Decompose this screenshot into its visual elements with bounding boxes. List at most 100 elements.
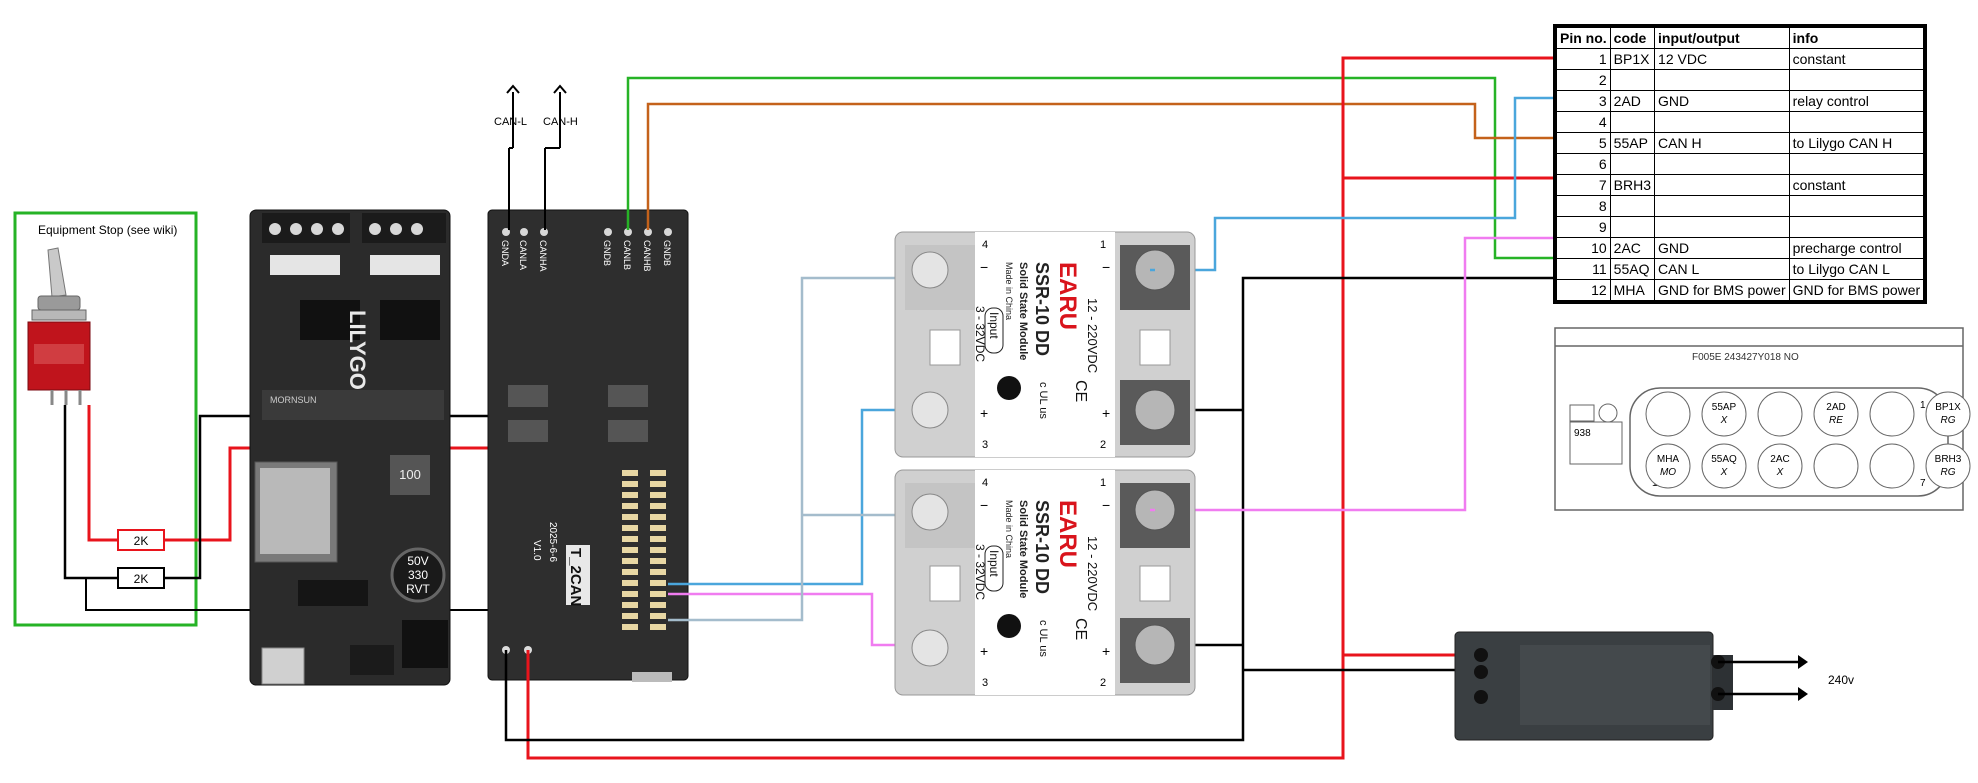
pin-table-cell-pin: 7 [1554, 174, 1611, 196]
ssr1-sign-minus-r: − [1102, 259, 1110, 275]
wire-green-can-l [626, 76, 1563, 260]
table-row: 2 [1554, 69, 1926, 91]
pin-table-cell-pin: 10 [1554, 237, 1611, 259]
connector-pin [1645, 391, 1691, 437]
pin-table-cell-info [1788, 216, 1926, 238]
connector-pin-circle [1925, 443, 1971, 489]
pin-table-cell-pin: 8 [1554, 195, 1611, 217]
lilygo-cap-line3: RVT [406, 582, 430, 596]
ssr2-pin-3: 3 [982, 677, 988, 689]
ssr1-sign-plus-r: + [1102, 405, 1110, 421]
connector-pin-code: MHA [1657, 454, 1680, 465]
t2can-pin-label-5: CANLB [622, 240, 632, 270]
pin-table-cell-pin: 12 [1554, 279, 1611, 303]
pin-table-cell-io: GND [1654, 237, 1790, 259]
wire-blue-relay1-input [668, 408, 920, 586]
connector-pin-circle [1757, 443, 1803, 489]
pin-table-cell-pin: 9 [1554, 216, 1611, 238]
ssr1-input-label: Input [987, 312, 1001, 339]
connector-pin: 2AD RE [1813, 391, 1859, 437]
connector-pin-sub: X [1720, 415, 1728, 426]
ssr2-sign-plus-l: + [980, 643, 988, 659]
wire-grey-relay-gnd [668, 276, 920, 622]
t2can-pin-headers [502, 228, 672, 236]
pin-table-cell-code: BRH3 [1609, 174, 1656, 196]
lilygo-cap-line2: 330 [408, 568, 428, 582]
pin-table-cell-io [1654, 111, 1790, 133]
pin-table-cell-info: constant [1788, 174, 1926, 196]
ssr2-brand: EARU [1054, 500, 1081, 568]
pin-table-cell-io: CAN H [1654, 132, 1790, 154]
pin-table-cell-code [1609, 153, 1656, 175]
connector-pin-circle [1813, 391, 1859, 437]
ssr2-input-label: Input [987, 550, 1001, 577]
switch-wire-black [63, 405, 118, 580]
t2can-pin-label-4: GNDB [602, 240, 612, 266]
connector-pin-code: 2AD [1826, 402, 1845, 413]
t2can-pin-label-7: GNDB [662, 240, 672, 266]
table-row: 6 [1554, 153, 1926, 175]
pin-table-header-io: input/output [1654, 24, 1790, 49]
ssr2-made-in: Made in China [1004, 500, 1014, 558]
pin-table-cell-io: GND [1654, 90, 1790, 112]
resistor-bottom-label: 2K [134, 572, 149, 586]
connector-pin-circle [1701, 391, 1747, 437]
connector-small-label: 938 [1574, 428, 1591, 439]
pin-table-cell-pin: 4 [1554, 111, 1611, 133]
connector-pin-circle [1645, 443, 1691, 489]
can-l-arrow [506, 84, 520, 230]
ssr2-terminal-4 [911, 493, 949, 531]
pin-table-header-code: code [1609, 24, 1656, 49]
pin-table-cell-pin: 11 [1554, 258, 1611, 280]
t2can-pin-label-3: CANHA [538, 240, 548, 272]
ssr1-output-range: 12 - 220VDC [1085, 298, 1100, 373]
pin-table-cell-pin: 6 [1554, 153, 1611, 175]
connector-pin-circle [1645, 391, 1691, 437]
ssr1-subtitle: Solid State Module [1017, 262, 1029, 360]
lilygo-capacitor [390, 547, 446, 603]
connector-pin-sub: X [1776, 467, 1784, 478]
ssr2-ce: CE [1072, 618, 1089, 640]
connector-pin [1869, 391, 1915, 437]
connector-pin-circle [1813, 443, 1859, 489]
ssr2-model: SSR-10 DD [1032, 500, 1052, 594]
table-row: 9 [1554, 216, 1926, 238]
connector-pin [1813, 443, 1859, 489]
t2can-pin-label-1: GNDA [500, 240, 510, 266]
connector-pin-sub: RE [1829, 415, 1843, 426]
pin-table-cell-code [1609, 111, 1656, 133]
ssr1-terminal-2 [1134, 389, 1176, 431]
pin-table-cell-code [1609, 69, 1656, 91]
t2can-version: V1.0 [531, 540, 542, 561]
pin-table-cell-io [1654, 174, 1790, 196]
pin-table-cell-info: to Lilygo CAN H [1788, 132, 1926, 154]
pin-table-cell-info [1788, 111, 1926, 133]
t2can-pin-label-2: CANLA [518, 240, 528, 270]
pin-table-header-pin: Pin no. [1554, 24, 1611, 49]
equipment-stop-label: Equipment Stop (see wiki) [38, 223, 177, 237]
pin-table-cell-code [1609, 216, 1656, 238]
t2can-pin-label-6: CANHB [642, 240, 652, 272]
wire-pink-precharge [1150, 236, 1563, 512]
connector-pin-code: 55AQ [1711, 454, 1737, 465]
pin-table-cell-io: 12 VDC [1654, 48, 1790, 70]
ssr2-terminal-3 [911, 629, 949, 667]
pin-table-cell-info: relay control [1788, 90, 1926, 112]
t2can-date: 2025-6-6 [547, 522, 558, 562]
table-row: 8 [1554, 195, 1926, 217]
switch-wire-red [87, 405, 118, 542]
pin-table-cell-pin: 5 [1554, 132, 1611, 154]
lilygo-inductor: 100 [399, 467, 421, 482]
pin-table-cell-info [1788, 195, 1926, 217]
ssr2-terminal-2 [1134, 624, 1176, 666]
lilygo-brand: LILYGO [345, 310, 370, 390]
